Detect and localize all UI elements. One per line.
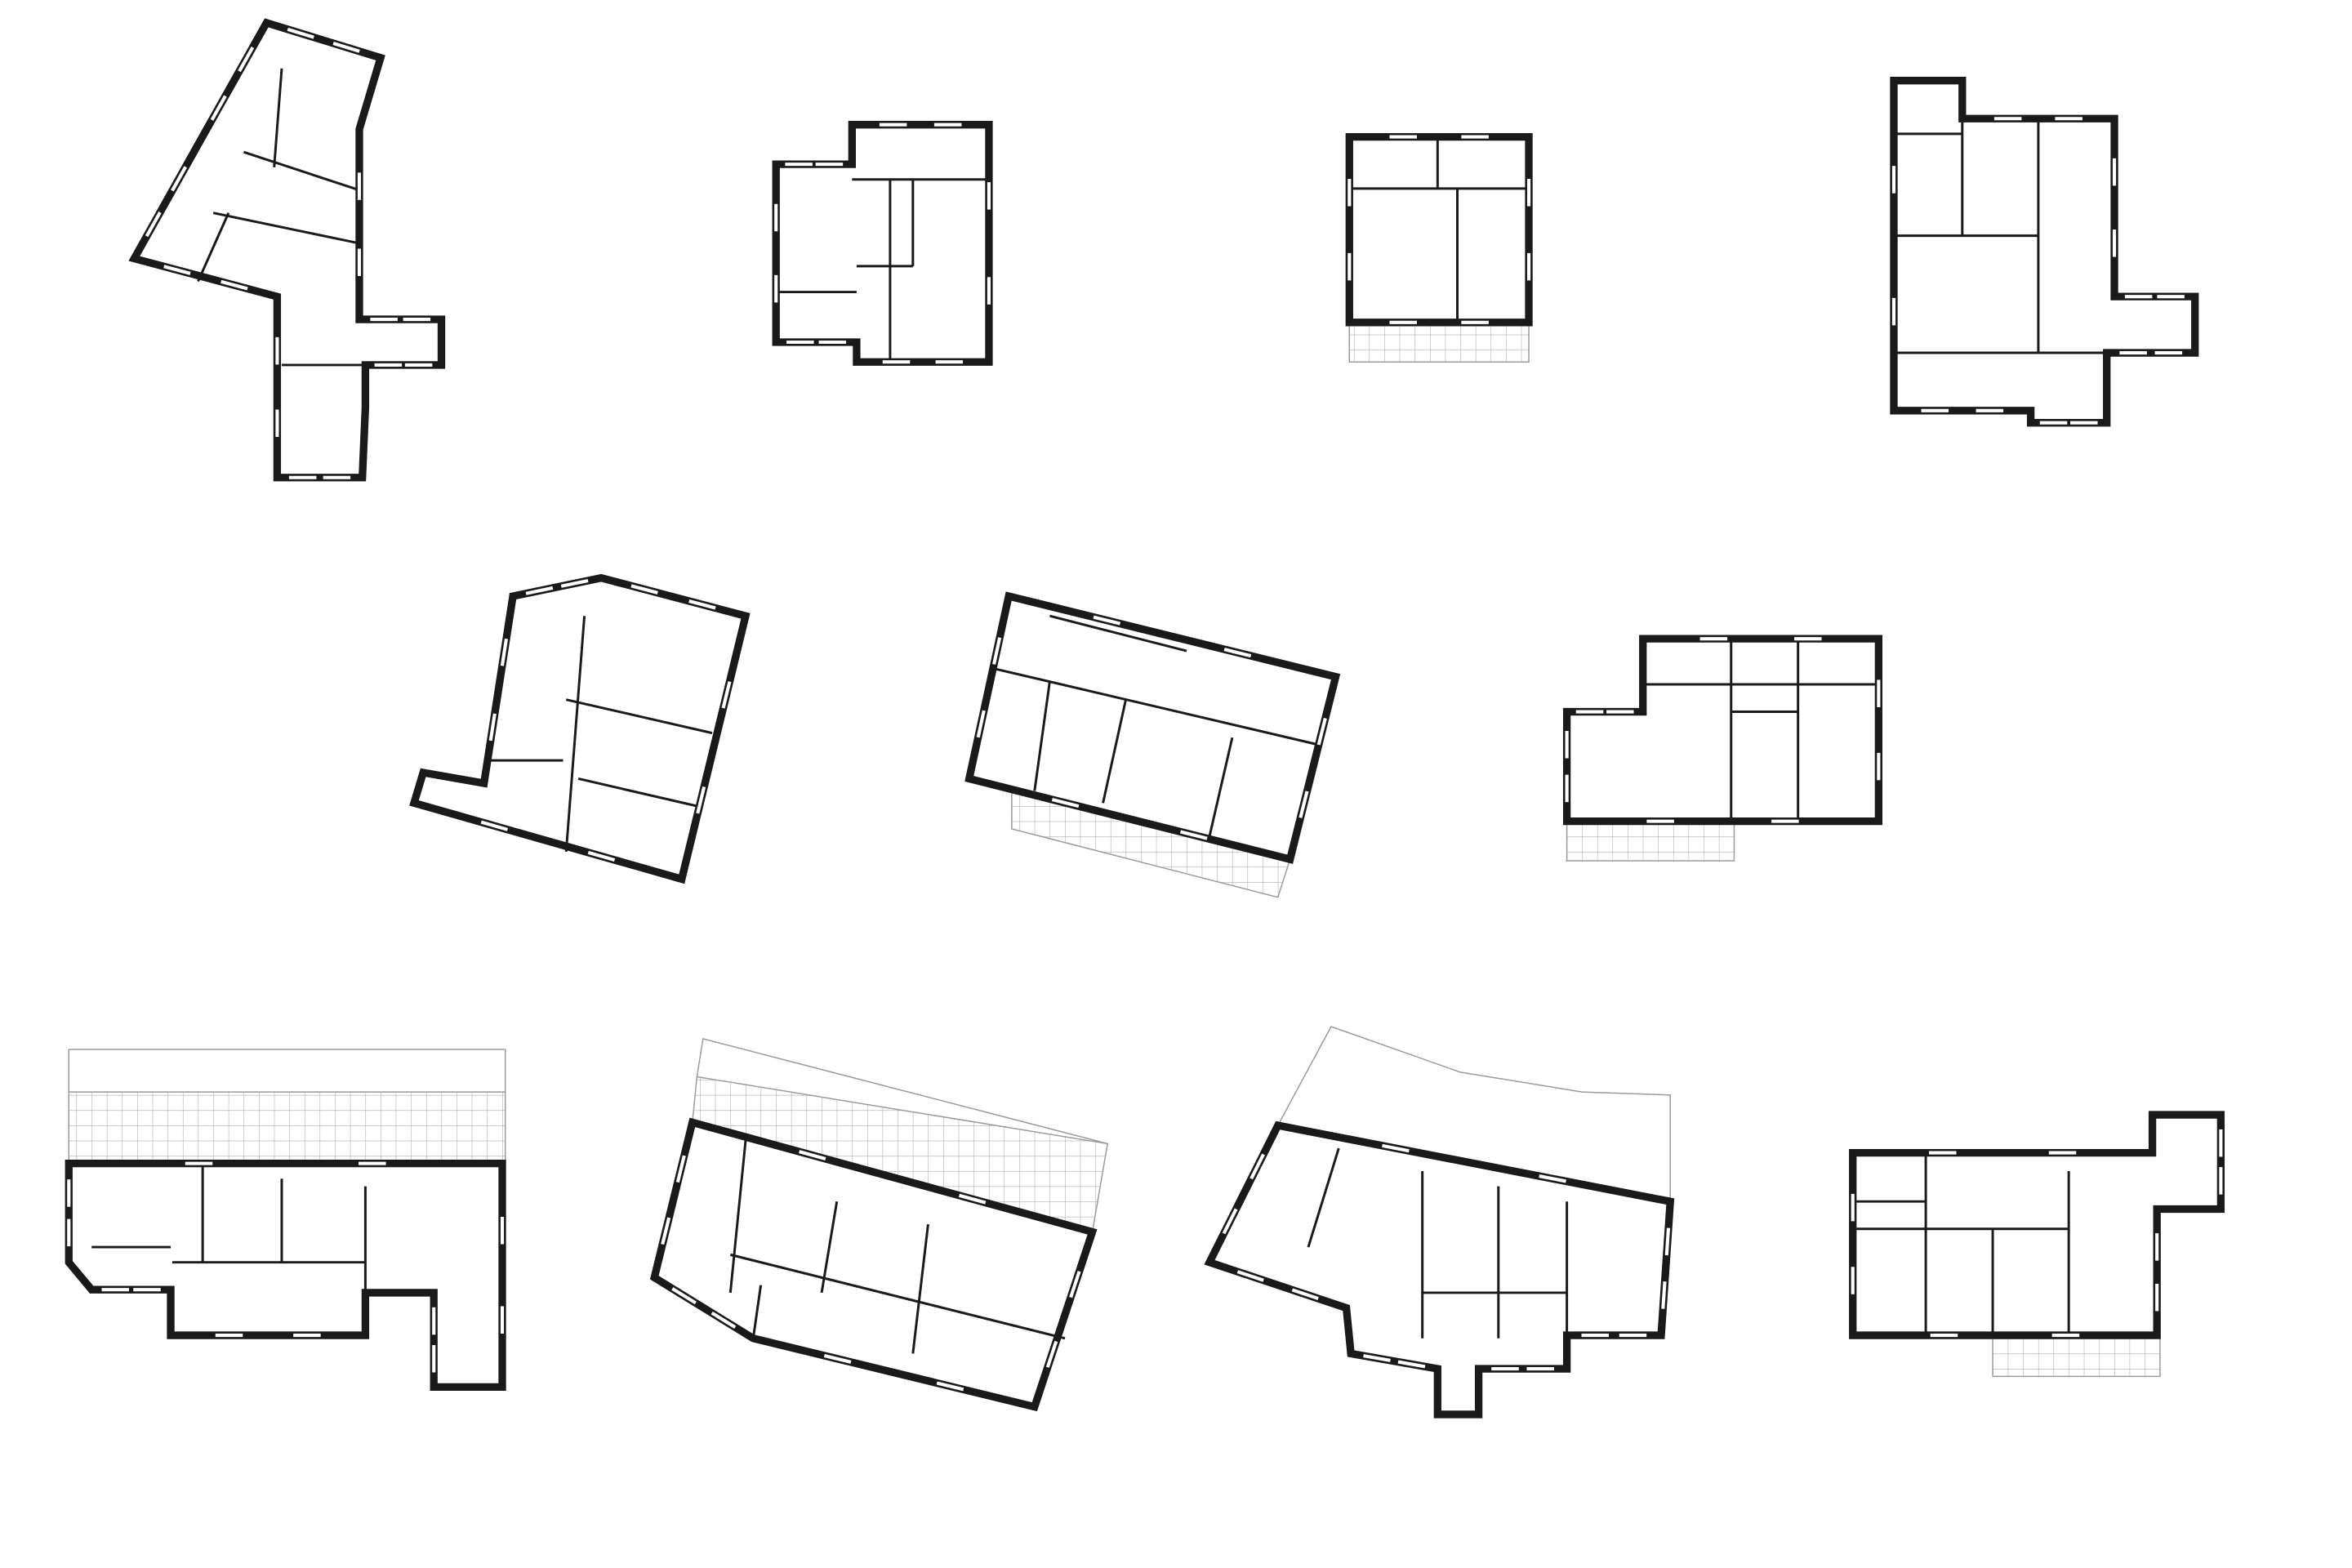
interior-wall [564,616,586,852]
terrace-grid [1992,1334,2161,1378]
window [238,47,255,73]
interior-wall [729,1253,1066,1340]
interior-wall [212,212,360,245]
balcony-edge [68,1049,506,1093]
floor-plan-5 [409,573,751,884]
floor-plan-10 [1204,1026,1675,1419]
window [1316,717,1327,746]
floor-plan-11 [1849,1111,2225,1378]
window [587,850,616,862]
window [332,42,360,53]
floor-plan-7 [1562,635,1883,862]
window [525,586,554,595]
exterior-wall [1562,635,1883,826]
window [488,713,497,742]
window [976,710,986,738]
window [210,95,227,121]
interior-wall [565,698,713,735]
window [688,599,716,610]
exterior-wall [1345,132,1533,327]
terrace-grid [68,1091,506,1165]
exterior-wall [128,18,446,482]
window [1397,1360,1426,1369]
window [220,279,248,291]
window [1222,1208,1238,1235]
interior-wall [820,1200,839,1294]
window [675,1155,686,1183]
window [721,681,732,709]
window [1661,1281,1667,1309]
interior-wall [243,150,360,192]
exterior-wall [1849,1111,2225,1339]
window [1664,1227,1671,1256]
floor-plan-4 [1890,77,2199,427]
window [500,638,509,666]
window [163,265,191,275]
window [799,1150,826,1160]
balcony-edge [1277,1026,1671,1202]
window [1382,1143,1410,1153]
balcony-edge [696,1038,1108,1145]
window [696,786,706,814]
window [480,820,509,831]
interior-wall [1049,614,1187,653]
window [823,1353,852,1364]
floor-plan-9 [649,1038,1109,1412]
window [145,212,162,238]
window [1051,798,1080,808]
window [630,584,658,595]
window [1069,1271,1081,1298]
window [958,1193,987,1205]
window [1298,791,1309,818]
floor-plan-8 [65,1049,506,1392]
exterior-wall [1890,77,2199,427]
interior-wall [1208,737,1234,837]
floor-plan-3 [1345,132,1533,363]
exterior-wall [409,573,751,884]
window [1223,648,1252,658]
window [1250,1153,1265,1180]
window [287,27,314,39]
exterior-wall [772,121,993,366]
interior-wall [911,1223,929,1354]
interior-wall [751,1285,763,1339]
interior-wall [1307,1147,1340,1248]
terrace-grid [1566,820,1735,862]
window [171,166,188,192]
window [1363,1354,1391,1362]
exterior-wall [1204,1120,1675,1419]
window [1539,1174,1566,1183]
window [936,1381,964,1392]
window [1093,615,1121,626]
window [661,1217,671,1245]
floor-plan-6 [964,591,1341,898]
window [1236,1270,1264,1282]
exterior-wall [649,1117,1098,1412]
terrace-grid [1348,322,1530,363]
floor-plan-1 [128,18,446,482]
window [1180,830,1208,840]
interior-wall [197,212,230,283]
exterior-wall [65,1159,506,1392]
floor-plan-2 [772,121,993,366]
interior-wall [273,68,283,167]
window [560,578,589,588]
window [1291,1288,1319,1301]
interior-wall [728,1140,747,1294]
interior-wall [1033,681,1051,791]
window [992,637,1002,665]
interior-wall [1102,699,1127,804]
interior-wall [577,777,697,808]
window [1045,1340,1058,1368]
window [671,1287,697,1305]
window [710,1311,737,1329]
